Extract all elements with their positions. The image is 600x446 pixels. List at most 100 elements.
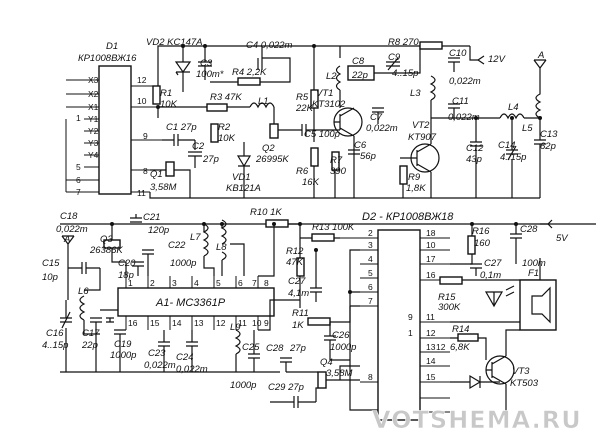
q3-value: 26386K bbox=[89, 245, 123, 256]
inductor-l1 bbox=[249, 102, 275, 109]
c18-label: C18 bbox=[60, 211, 78, 222]
vt1-label: VT1 bbox=[316, 88, 333, 99]
d2-pin-15: 15 bbox=[426, 372, 436, 382]
a1-pin-1: 1 bbox=[128, 278, 133, 288]
ic-a1-label: A1- MC3361P bbox=[155, 297, 226, 309]
c28b-label: C28 bbox=[520, 224, 538, 235]
q4-label: Q4 bbox=[320, 357, 333, 368]
vt3-value: KT503 bbox=[510, 378, 539, 389]
vcc-5v: 5V bbox=[556, 233, 569, 244]
capacitor-c4 bbox=[257, 46, 263, 70]
vt2-label: VT2 bbox=[412, 120, 430, 131]
c11-label: C11 bbox=[452, 96, 469, 107]
a1-pin-3: 3 bbox=[172, 278, 177, 288]
q2-label: Q2 bbox=[262, 143, 275, 154]
q3-label: Q3 bbox=[100, 234, 113, 245]
watermark-text: VOTSHEMA.RU bbox=[372, 406, 582, 434]
l1-label: L1 bbox=[258, 96, 269, 107]
r5-label: R5 bbox=[296, 92, 309, 103]
resistor-r6 bbox=[310, 147, 319, 167]
capacitor-c11 bbox=[431, 103, 500, 120]
l5-label: L5 bbox=[522, 123, 533, 134]
c27b-value: 0,1m bbox=[480, 270, 501, 281]
led-indicator bbox=[484, 285, 515, 308]
a1-pin-16: 16 bbox=[128, 318, 138, 328]
capacitor-c2 bbox=[188, 151, 202, 168]
d2-pin-14: 14 bbox=[426, 356, 436, 366]
d2-pins: 2 3 4 5 6 7 8 18 10 17 16 11 12 13 14 15… bbox=[340, 228, 450, 413]
d1-right-pins: 12 10 11 8 9 bbox=[131, 75, 162, 198]
ic-d2 bbox=[377, 229, 421, 421]
d2-pin-6: 6 bbox=[368, 282, 373, 292]
ic-a1 bbox=[117, 287, 275, 317]
c3-label: C3 bbox=[200, 58, 213, 69]
a1-pin-14: 14 bbox=[172, 318, 182, 328]
q2-value: 26995K bbox=[255, 154, 289, 165]
d2-label-12-b: 12 bbox=[436, 342, 446, 352]
a1-pin-15: 15 bbox=[150, 318, 160, 328]
capacitor-c19 bbox=[114, 329, 126, 346]
a1-pin-9: 9 bbox=[264, 318, 269, 328]
q1-label: Q1 bbox=[150, 169, 163, 180]
r7-label: R7 bbox=[330, 155, 343, 166]
d2-pin-18: 18 bbox=[426, 228, 436, 238]
inductor-l8 bbox=[220, 219, 227, 261]
capacitor-c23 bbox=[158, 330, 170, 356]
d1-pin-x2: X2 bbox=[88, 89, 99, 99]
c6-label: C6 bbox=[354, 140, 367, 151]
c19-value: 1000p bbox=[110, 350, 136, 361]
l9-label: L9 bbox=[230, 322, 241, 333]
capacitor-c25 bbox=[248, 330, 260, 372]
r7-value: 390 bbox=[330, 166, 347, 177]
inductor-l3 bbox=[429, 75, 436, 101]
r15-value: 300K bbox=[438, 302, 461, 313]
c10-label: C10 bbox=[449, 48, 467, 59]
r10-label: R10 1K bbox=[250, 207, 282, 218]
c18-value: 0,022m bbox=[56, 224, 88, 235]
d2-pin-1: 1 bbox=[408, 328, 413, 338]
ic-d2-label: D2 - КР1008ВЖ18 bbox=[362, 211, 454, 223]
zener-vd2 bbox=[174, 46, 192, 92]
d1-pin-y4: Y4 bbox=[88, 150, 99, 160]
d1-pin-9: 9 bbox=[143, 131, 148, 141]
resistor-r11 bbox=[307, 317, 331, 326]
vcc-12v: 12V bbox=[488, 54, 507, 65]
r4-label: R4 2,2K bbox=[232, 67, 267, 78]
a1-pin-13: 13 bbox=[194, 318, 204, 328]
a1-pin-7: 7 bbox=[252, 278, 257, 288]
c24-label: C24 bbox=[176, 352, 193, 363]
l7-label: L7 bbox=[190, 232, 201, 243]
r1-value: 10K bbox=[160, 99, 178, 110]
d1-left-pins: X3 X2 X1 1 Y1 Y2 Y3 Y4 6 7 5 bbox=[65, 75, 99, 197]
a1-pin-5: 5 bbox=[216, 278, 221, 288]
varicap-vd1 bbox=[236, 142, 252, 178]
c3-value: 100m* bbox=[196, 69, 224, 80]
resistor-r10 bbox=[265, 219, 289, 228]
l6-label: L6 bbox=[78, 286, 89, 297]
r14-label: R14 bbox=[452, 324, 469, 335]
l8-label: L8 bbox=[216, 242, 227, 253]
r12-label: R12 bbox=[286, 246, 304, 257]
d1-pin-5: 5 bbox=[76, 162, 81, 172]
r2-label: R2 bbox=[218, 122, 231, 133]
d1-pin-10: 10 bbox=[137, 96, 147, 106]
antenna-bottom-label: A bbox=[63, 234, 70, 245]
resistor-r13 bbox=[311, 233, 335, 242]
c27a-value: 4,1m bbox=[288, 288, 309, 299]
inductor-l9 bbox=[234, 329, 241, 355]
c28a-label: C28 bbox=[266, 343, 284, 354]
c13-value: 62p bbox=[540, 141, 556, 152]
resistor-r4 bbox=[237, 77, 261, 86]
c12-value: 43p bbox=[466, 154, 482, 165]
c20-value: 18p bbox=[118, 270, 134, 281]
vt3-label: VT3 bbox=[512, 366, 530, 377]
d1-pin-6: 6 bbox=[76, 175, 81, 185]
r6-value: 16K bbox=[302, 177, 320, 188]
capacitor-c12 bbox=[470, 118, 482, 160]
c10-value: 0,022m bbox=[449, 76, 481, 87]
c23-label: C23 bbox=[148, 348, 166, 359]
trimmer-c14 bbox=[506, 118, 518, 161]
c26-label: C26 bbox=[332, 330, 350, 341]
